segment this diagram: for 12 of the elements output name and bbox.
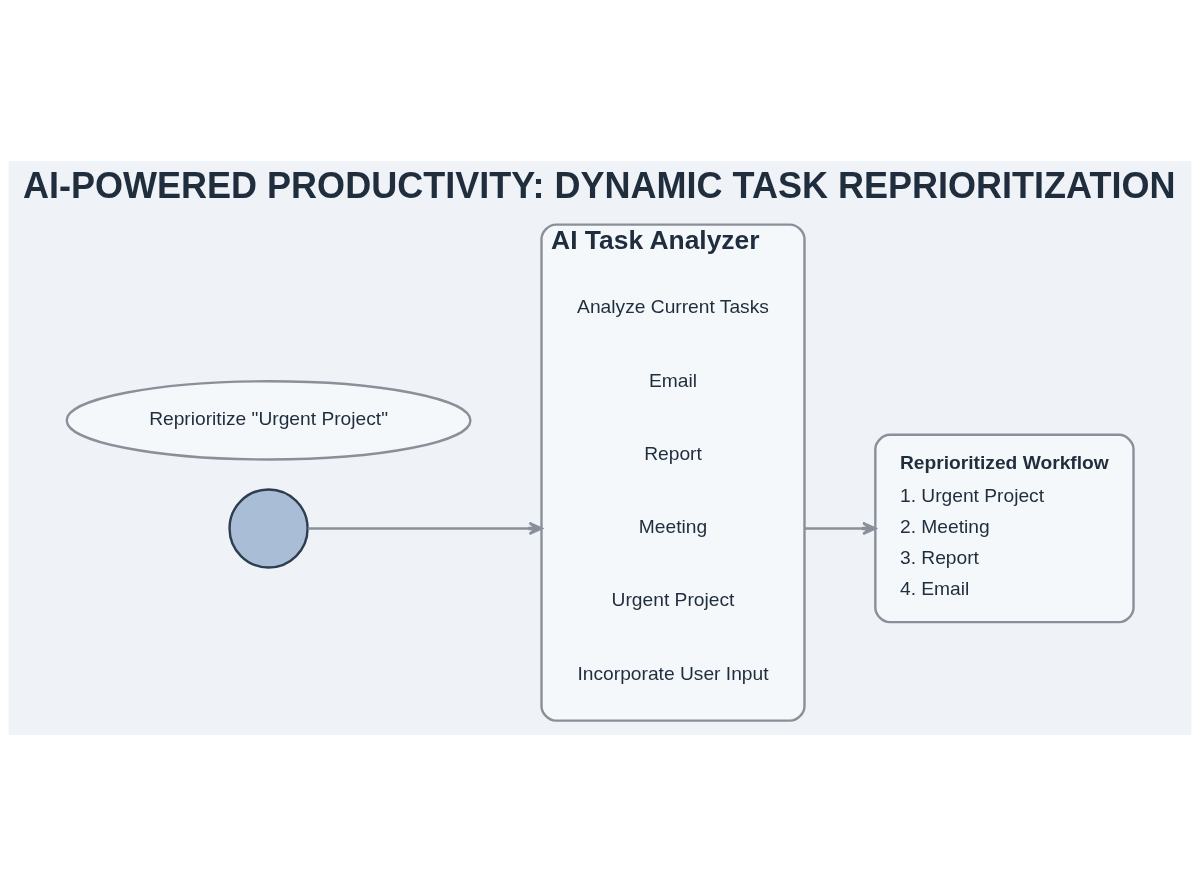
arrow — [307, 521, 543, 536]
node-ellipse: Reprioritize "Urgent Project" — [65, 380, 472, 461]
node-text: Meeting — [638, 516, 708, 538]
node-person — [228, 488, 309, 569]
diagram-title: AI-POWERED PRODUCTIVITY: DYNAMIC TASK REPRIORITIZATION — [23, 165, 1176, 207]
node-box: Reprioritized Workflow 1. Urgent Project 2. Meeting 3. Report 4. Email — [874, 433, 1135, 624]
node-text: Report — [644, 442, 702, 464]
node-text: Analyze Current Tasks — [577, 296, 769, 318]
node-text: Email — [648, 369, 698, 391]
arrow — [804, 521, 877, 536]
node-text: Incorporate User Input — [577, 662, 769, 684]
node-text: Urgent Project — [611, 589, 735, 611]
